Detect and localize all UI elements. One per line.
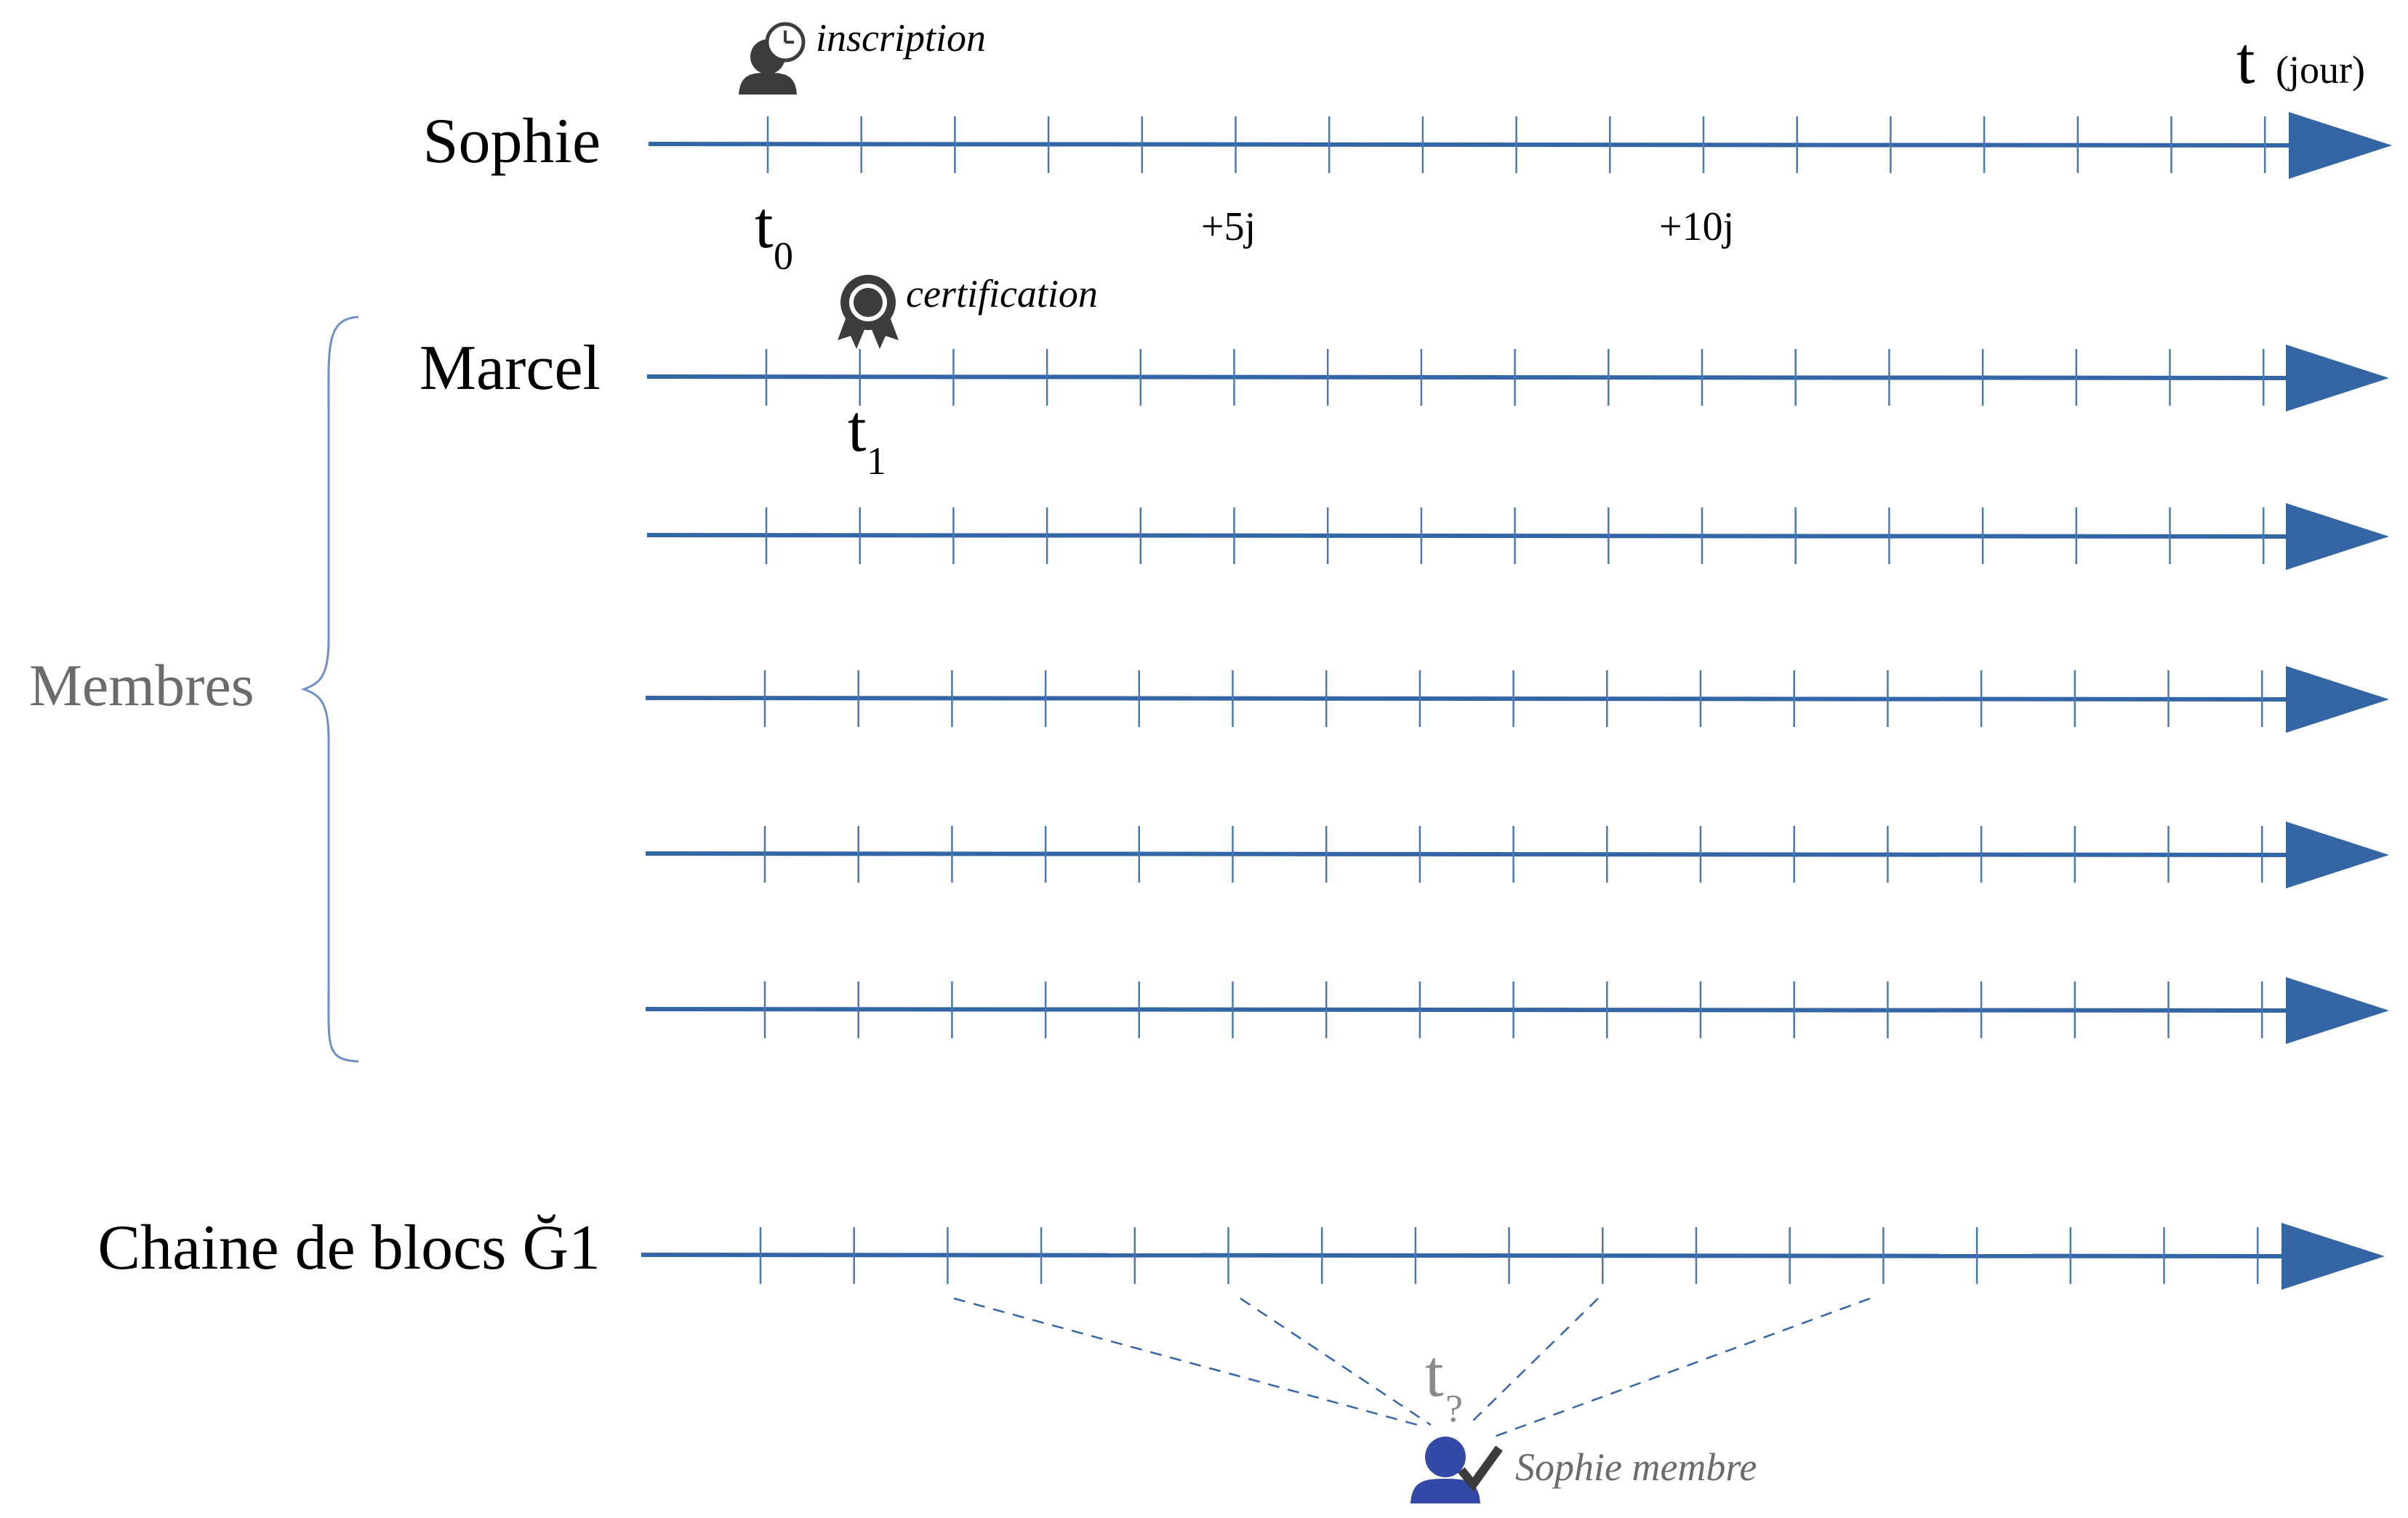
- t0-subscript: 0: [774, 234, 793, 278]
- validation-dashes: [953, 1297, 1871, 1439]
- sophie-timeline: [648, 112, 2392, 179]
- timeline-arrowhead: [2286, 666, 2389, 733]
- sophie-membre-label: Sophie membre: [1515, 1445, 1757, 1489]
- t-unknown-label: t: [1425, 1336, 1444, 1410]
- timeline-arrowhead: [2286, 503, 2389, 570]
- chain-label: Chaine de blocs Ğ1: [97, 1213, 601, 1283]
- timeline-arrowhead: [2286, 345, 2389, 411]
- dash-line-3: [1468, 1298, 1599, 1426]
- timeline-axis: [645, 851, 2303, 857]
- t1-subscript: 1: [867, 439, 886, 483]
- timeline-arrowhead: [2281, 1223, 2385, 1290]
- timeline-arrowhead: [2289, 112, 2392, 179]
- t1-label: t: [848, 391, 867, 465]
- member-timeline-3: [646, 503, 2389, 570]
- user-clock-icon: [739, 22, 806, 95]
- member-timeline-6: [645, 977, 2389, 1044]
- member-timeline-4: [645, 666, 2389, 733]
- timeline-axis: [641, 1253, 2298, 1258]
- dash-line-4: [1490, 1297, 1871, 1439]
- time-axis-label: t: [2236, 23, 2255, 97]
- timeline-arrowhead: [2286, 822, 2389, 888]
- dash-line-1: [953, 1297, 1418, 1426]
- plus-5-days-label: +5j: [1201, 204, 1256, 249]
- timeline-axis: [646, 533, 2303, 539]
- award-ribbon-icon: [838, 275, 899, 349]
- plus-10-days-label: +10j: [1659, 204, 1734, 249]
- user-check-icon: [1410, 1437, 1503, 1503]
- certification-label: certification: [906, 272, 1098, 316]
- timeline-axis: [648, 142, 2305, 148]
- t0-label: t: [755, 188, 774, 262]
- inscription-label: inscription: [816, 16, 986, 60]
- sophie-label: Sophie: [423, 106, 601, 177]
- timeline-arrowhead: [2286, 977, 2389, 1044]
- timeline-axis: [645, 1007, 2303, 1013]
- timeline-axis: [645, 696, 2303, 702]
- members-brace: [300, 316, 359, 1063]
- marcel-timeline: [646, 345, 2389, 411]
- timeline-axis: [646, 374, 2303, 380]
- time-unit-label: (jour): [2276, 48, 2365, 92]
- t-unknown-subscript: ?: [1445, 1386, 1463, 1430]
- member-timeline-5: [645, 822, 2389, 888]
- marcel-label: Marcel: [420, 333, 601, 403]
- dash-line-2: [1240, 1297, 1432, 1426]
- chain-timeline: [641, 1223, 2385, 1290]
- timelines: [641, 112, 2392, 1290]
- membres-label: Membres: [29, 652, 254, 718]
